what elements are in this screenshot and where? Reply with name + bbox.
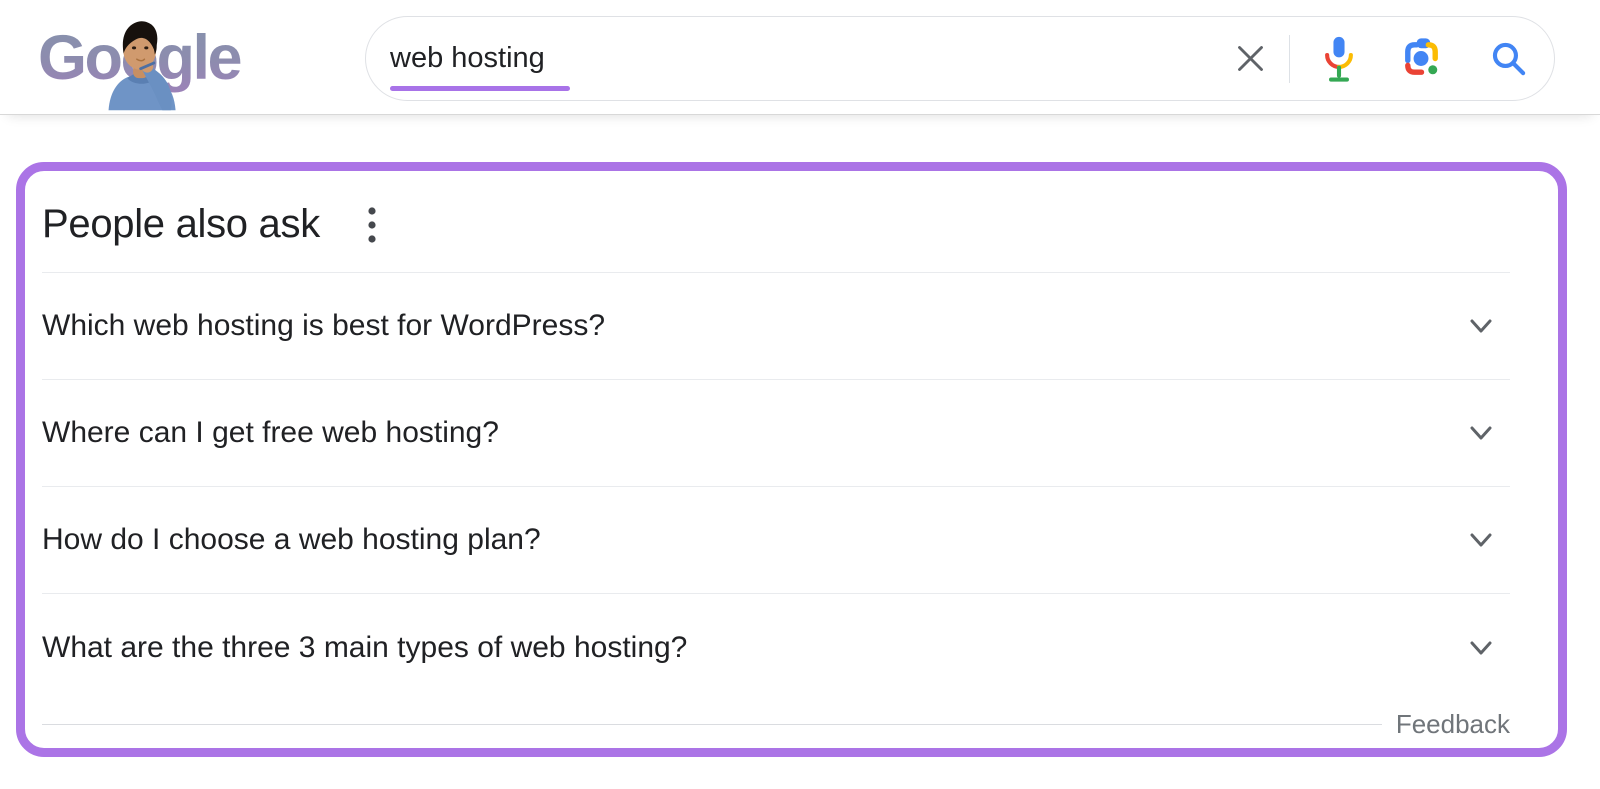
search-input[interactable]: web hosting	[365, 16, 1555, 101]
search-query-text[interactable]: web hosting	[390, 42, 545, 74]
lens-search-button[interactable]	[1398, 35, 1445, 82]
search-header: Google web hosting	[0, 0, 1600, 114]
paa-content: People also ask Which web hosting is bes…	[25, 171, 1558, 748]
paa-question-row[interactable]: Where can I get free web hosting?	[42, 380, 1510, 487]
clear-search-button[interactable]	[1234, 42, 1267, 75]
paa-footer-row: Feedback	[42, 701, 1510, 747]
paa-menu-button[interactable]	[362, 200, 382, 250]
paa-question-text: How do I choose a web hosting plan?	[42, 523, 541, 556]
paa-question-text: Which web hosting is best for WordPress?	[42, 309, 606, 342]
feedback-divider	[42, 723, 1382, 725]
query-highlight-underline	[390, 86, 570, 91]
chevron-down-icon	[1470, 533, 1492, 547]
magnifier-search-icon	[1492, 42, 1526, 76]
search-submit-button[interactable]	[1489, 39, 1528, 78]
feedback-link[interactable]: Feedback	[1395, 708, 1510, 739]
people-also-ask-card: People also ask Which web hosting is bes…	[16, 162, 1567, 757]
voice-search-button[interactable]	[1320, 33, 1358, 85]
three-dot-vertical-menu-icon	[368, 206, 376, 243]
google-lens-camera-icon	[1405, 38, 1438, 75]
search-query-area[interactable]: web hosting	[390, 17, 1234, 100]
paa-question-text: Where can I get free web hosting?	[42, 416, 499, 449]
paa-question-row[interactable]: How do I choose a web hosting plan?	[42, 487, 1510, 594]
paa-question-text: What are the three 3 main types of web h…	[42, 630, 688, 664]
microphone-icon	[1325, 36, 1353, 82]
paa-header-row: People also ask	[42, 171, 1510, 273]
paa-question-row[interactable]: Which web hosting is best for WordPress?	[42, 273, 1510, 380]
chevron-down-icon	[1470, 426, 1492, 440]
search-divider	[1289, 34, 1290, 83]
paa-question-row[interactable]: What are the three 3 main types of web h…	[42, 594, 1510, 701]
google-doodle-logo[interactable]: Google	[38, 10, 268, 111]
chevron-down-icon	[1470, 641, 1492, 654]
chevron-down-icon	[1470, 319, 1492, 333]
doodle-person-illustration	[108, 21, 176, 111]
x-close-icon	[1238, 46, 1263, 71]
paa-title: People also ask	[42, 202, 320, 246]
